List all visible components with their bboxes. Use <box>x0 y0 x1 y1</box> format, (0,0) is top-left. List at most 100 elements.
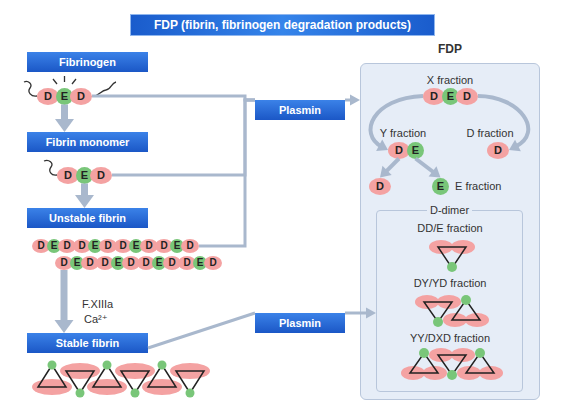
connector <box>148 313 255 348</box>
node-text: E <box>92 241 99 251</box>
node-text: D <box>60 258 67 268</box>
e-domain-dot <box>48 361 57 370</box>
process-box: Plasmin <box>255 313 345 333</box>
node-text: Fibrin monomer <box>46 136 130 148</box>
e-domain-circle: E <box>407 142 424 159</box>
d-domain-oval: D <box>204 256 222 270</box>
node-text: D <box>183 258 190 268</box>
e-domain-circle: E <box>432 178 449 195</box>
node-text: D <box>430 91 438 102</box>
node-text: D <box>463 91 471 102</box>
e-domain-dot <box>461 295 471 305</box>
annotation-label: X fraction <box>427 74 473 86</box>
node-text: E <box>156 258 163 268</box>
e-domain-dot <box>447 370 457 380</box>
node-text: D <box>86 258 93 268</box>
node-text: D <box>78 241 85 251</box>
molecule-tails <box>24 76 116 175</box>
node-text: Stable fibrin <box>56 337 120 349</box>
arrow-head <box>75 195 94 208</box>
fibrinogen-tail <box>24 81 37 96</box>
node-text: D <box>376 181 384 192</box>
d-domain-oval: D <box>369 178 391 195</box>
node-text: D <box>64 170 72 181</box>
crosslink-triangles <box>38 365 204 393</box>
node-text: D <box>101 258 108 268</box>
connector-line <box>61 270 68 324</box>
node-text: D <box>37 241 44 251</box>
cleavage-sparkle <box>53 76 76 84</box>
e-domain-dot <box>186 389 195 398</box>
node-text: E <box>61 91 68 102</box>
group-heading: D-dimer <box>427 204 472 216</box>
node-text: E <box>133 241 140 251</box>
d-domain-oval: D <box>487 142 509 159</box>
annotation-label: DD/E fraction <box>417 222 482 234</box>
node-text: D <box>104 241 111 251</box>
node-text: E <box>197 258 204 268</box>
node-text: D <box>142 258 149 268</box>
node-text: Plasmin <box>279 317 321 329</box>
connector-line <box>345 99 353 102</box>
e-domain-dot <box>103 361 112 370</box>
arrow-head <box>55 320 74 333</box>
e-domain-dot <box>419 348 429 358</box>
node-text: D <box>395 145 403 156</box>
fibrinogen-tail <box>92 82 116 96</box>
node-text: D <box>97 170 105 181</box>
e-domain-dot <box>158 361 167 370</box>
connector-line <box>61 105 68 123</box>
connector-line <box>81 184 88 199</box>
node-text: Plasmin <box>279 104 321 116</box>
annotation-label: DY/YD fraction <box>414 277 487 289</box>
node-text: D <box>63 241 70 251</box>
arrow-head <box>350 95 360 106</box>
connector <box>92 96 255 100</box>
node-text: D <box>127 258 134 268</box>
connector-line <box>148 313 255 348</box>
node-text: E <box>412 145 419 156</box>
node-text: D <box>145 241 152 251</box>
node-text: D <box>168 258 175 268</box>
e-domain-dot <box>475 348 485 358</box>
annotation-label: YY/DXD fraction <box>410 332 490 344</box>
connector <box>345 95 360 106</box>
annotation-label: E fraction <box>455 180 501 192</box>
e-domain-dot <box>447 262 457 272</box>
node-text: D <box>160 241 167 251</box>
node-text: Fibrinogen <box>59 56 116 68</box>
process-box: Plasmin <box>255 100 345 120</box>
d-domain-oval: D <box>90 167 112 184</box>
stable-fibrin-illustration <box>32 361 210 398</box>
annotation-label: F.XIIIa <box>82 298 113 310</box>
node-text: E <box>51 241 58 251</box>
d-domain-oval: D <box>456 88 478 105</box>
annotation-label: Ca²⁺ <box>84 313 108 325</box>
d-domain-oval: D <box>70 88 92 105</box>
node-text: D <box>77 91 85 102</box>
arrow-head <box>55 119 74 132</box>
process-box: Unstable fibrin <box>27 208 148 228</box>
node-text: E <box>115 258 122 268</box>
title-band: FDP (fibrin, fibrinogen degradation prod… <box>130 14 435 36</box>
monomer-tail <box>44 160 57 175</box>
connector-line <box>92 96 255 100</box>
node-text: E <box>447 91 454 102</box>
heading-holder: D-dimer <box>377 203 522 217</box>
node-text: D <box>494 145 502 156</box>
node-text: D <box>44 91 52 102</box>
node-text: Unstable fibrin <box>49 212 126 224</box>
node-text: D <box>209 258 216 268</box>
connector <box>199 100 255 246</box>
annotation-label: D fraction <box>466 127 513 139</box>
heading-holder: FDP <box>361 42 539 56</box>
e-domain-dot <box>76 389 85 398</box>
annotation-label: Y fraction <box>380 127 426 139</box>
connector <box>55 105 74 133</box>
d-domain-oval: D <box>181 239 199 253</box>
node-text: D <box>186 241 193 251</box>
node-text: E <box>437 181 444 192</box>
process-box: Fibrinogen <box>27 52 148 72</box>
